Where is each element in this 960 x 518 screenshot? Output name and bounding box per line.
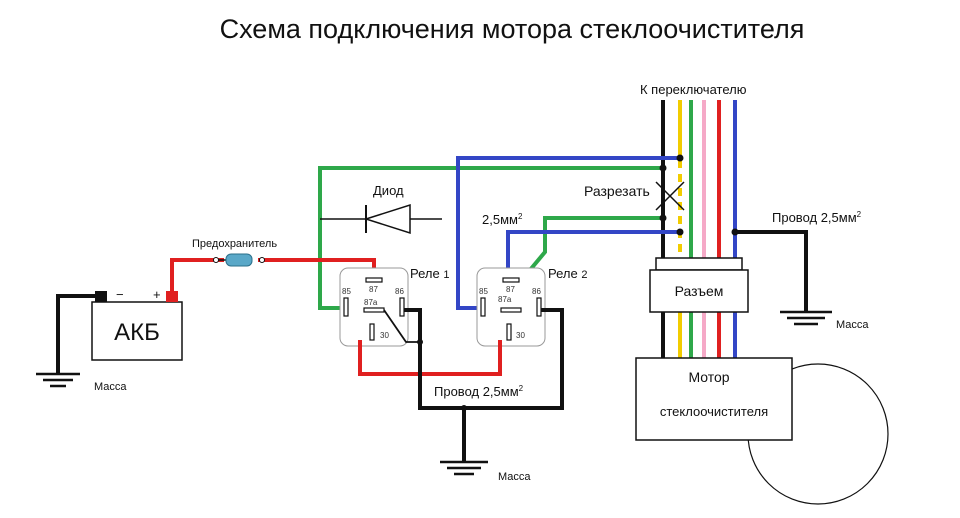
ground-symbol-right — [780, 310, 832, 326]
relay-2: 87 85 86 87a 30 — [476, 267, 546, 347]
fuse-symbol — [213, 253, 265, 267]
battery-minus: − — [116, 287, 124, 302]
junction-dot — [461, 405, 467, 411]
battery-ground-wire — [56, 294, 95, 374]
to-switch-label: К переключателю — [640, 82, 747, 97]
green-wire-relay1 — [318, 166, 663, 310]
relay2-pin-87: 87 — [506, 285, 515, 294]
cut-label: Разрезать — [584, 183, 650, 199]
junction-dot — [417, 339, 423, 345]
relay1-internal-wire — [383, 309, 422, 343]
relay1-label: Реле 1 — [410, 266, 449, 281]
ground-label-right: Масса — [836, 319, 869, 331]
wire-bundle — [661, 100, 737, 358]
red-wire-relay30 — [358, 340, 502, 376]
ground-wire-relay2 — [464, 308, 564, 410]
battery-plus: + — [153, 287, 161, 302]
ground-wire-center — [404, 308, 466, 462]
ground-symbol-center — [440, 460, 488, 476]
relay1-pin-86: 86 — [395, 287, 404, 296]
wire-size-label-bottom: Провод 2,5мм2 — [434, 384, 524, 399]
relay1-pin-87: 87 — [369, 285, 378, 294]
relay2-pin-85: 85 — [479, 287, 488, 296]
wire-size-label-left: 2,5мм2 — [482, 212, 523, 227]
connector-label: Разъем — [675, 283, 724, 299]
ground-label-battery: Масса — [94, 381, 127, 393]
battery-label: АКБ — [114, 319, 160, 346]
relay-1: 87 85 86 87a 30 — [339, 267, 409, 347]
ground-wire-right — [735, 230, 808, 312]
motor-label-line2: стеклоочистителя — [660, 404, 768, 419]
ground-symbol-battery — [36, 372, 80, 388]
power-wire-red — [170, 258, 224, 296]
relay1-pin-30: 30 — [380, 331, 389, 340]
wire-size-label-right: Провод 2,5мм2 — [772, 210, 862, 225]
motor-label-line1: Мотор — [688, 369, 729, 385]
motor-block — [635, 357, 793, 441]
blue-wire-relay2 — [456, 156, 680, 310]
relay2-pin-30: 30 — [516, 331, 525, 340]
cut-mark-icon — [655, 181, 685, 211]
diode-label: Диод — [373, 183, 404, 198]
fuse-label: Предохранитель — [192, 238, 277, 250]
connector-block — [649, 257, 749, 313]
blue-wire-relay2-87 — [506, 230, 680, 276]
ground-label-center: Масса — [498, 471, 531, 483]
relay2-label: Реле 2 — [548, 266, 587, 281]
diode-symbol — [320, 203, 442, 235]
battery-symbol — [91, 291, 183, 361]
relay2-pin-87a: 87a — [498, 295, 512, 304]
relay1-pin-85: 85 — [342, 287, 351, 296]
relay1-pin-87a: 87a — [364, 298, 378, 307]
relay2-pin-86: 86 — [532, 287, 541, 296]
diagram-title: Схема подключения мотора стеклоочистител… — [220, 14, 805, 44]
